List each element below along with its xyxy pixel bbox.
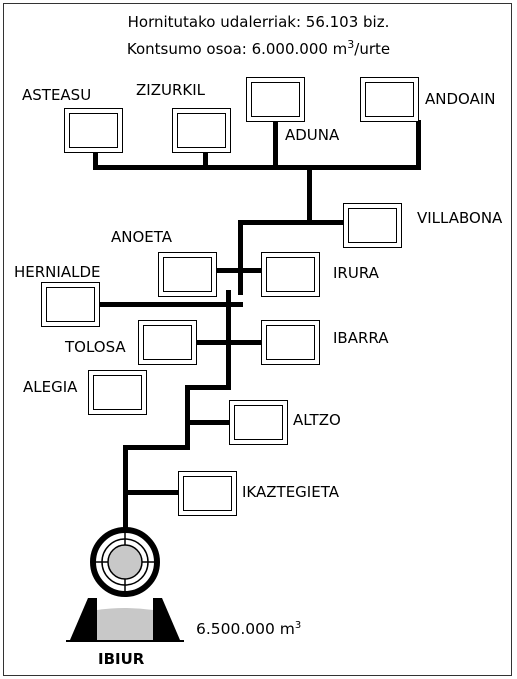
town-box-altzo [229, 400, 288, 445]
pipe-trunk-alegia [185, 385, 190, 450]
town-box-asteasu [64, 108, 123, 153]
pipe-trunk-upper [307, 165, 312, 225]
pipe-villabona [307, 220, 347, 225]
pipe-andoain [416, 120, 421, 170]
reservoir-capacity-label: 6.500.000 m3 [196, 620, 302, 639]
pipe-alegia [185, 385, 231, 390]
dam-reservoir-icon [66, 598, 184, 642]
pipe-altzo [185, 420, 231, 425]
town-box-villabona [343, 203, 402, 248]
town-label-hernialde: HERNIALDE [14, 263, 101, 281]
town-label-villabona: VILLABONA [417, 209, 503, 227]
town-label-ikaztegieta: IKAZTEGIETA [242, 483, 339, 501]
top-main-pipe [93, 165, 420, 170]
town-box-ikaztegieta [178, 471, 237, 516]
town-label-tolosa: TOLOSA [65, 338, 126, 356]
pipe-zizurkil [203, 150, 208, 170]
town-box-andoain [360, 77, 419, 122]
pipe-trunk-cross [238, 220, 312, 225]
pipe-asteasu [93, 150, 98, 170]
town-label-altzo: ALTZO [293, 411, 341, 429]
town-label-zizurkil: ZIZURKIL [136, 81, 205, 99]
pipe-hernialde [100, 302, 243, 307]
town-label-irura: IRURA [333, 264, 379, 282]
reservoir-name-label: IBIUR [98, 650, 145, 668]
pipe-anoeta-irura [215, 268, 265, 273]
total-consumption-text: Kontsumo osoa: 6.000.000 m3/urte [126, 38, 391, 58]
pipe-tolosa-ibarra [195, 340, 263, 345]
treatment-plant-icon [90, 527, 160, 597]
town-label-andoain: ANDOAIN [425, 90, 496, 108]
town-box-zizurkil [172, 108, 231, 153]
town-label-asteasu: ASTEASU [22, 86, 92, 104]
town-box-anoeta [158, 252, 217, 297]
pipe-trunk-mid [238, 220, 243, 295]
town-box-tolosa [138, 320, 197, 365]
town-box-ibarra [261, 320, 320, 365]
town-label-anoeta: ANOETA [111, 228, 173, 246]
town-box-alegia [88, 370, 147, 415]
served-population-text: Hornitutako udalerriak: 56.103 biz. [127, 13, 390, 31]
town-label-alegia: ALEGIA [23, 378, 78, 396]
diagram-frame [3, 3, 512, 676]
town-label-ibarra: IBARRA [333, 329, 389, 347]
pipe-aduna [273, 120, 278, 170]
pipe-trunk-shift [123, 445, 190, 450]
town-box-hernialde [41, 282, 100, 327]
town-box-aduna [246, 77, 305, 122]
town-label-aduna: ADUNA [285, 126, 340, 144]
town-box-irura [261, 252, 320, 297]
pipe-ikaztegieta [123, 490, 180, 495]
